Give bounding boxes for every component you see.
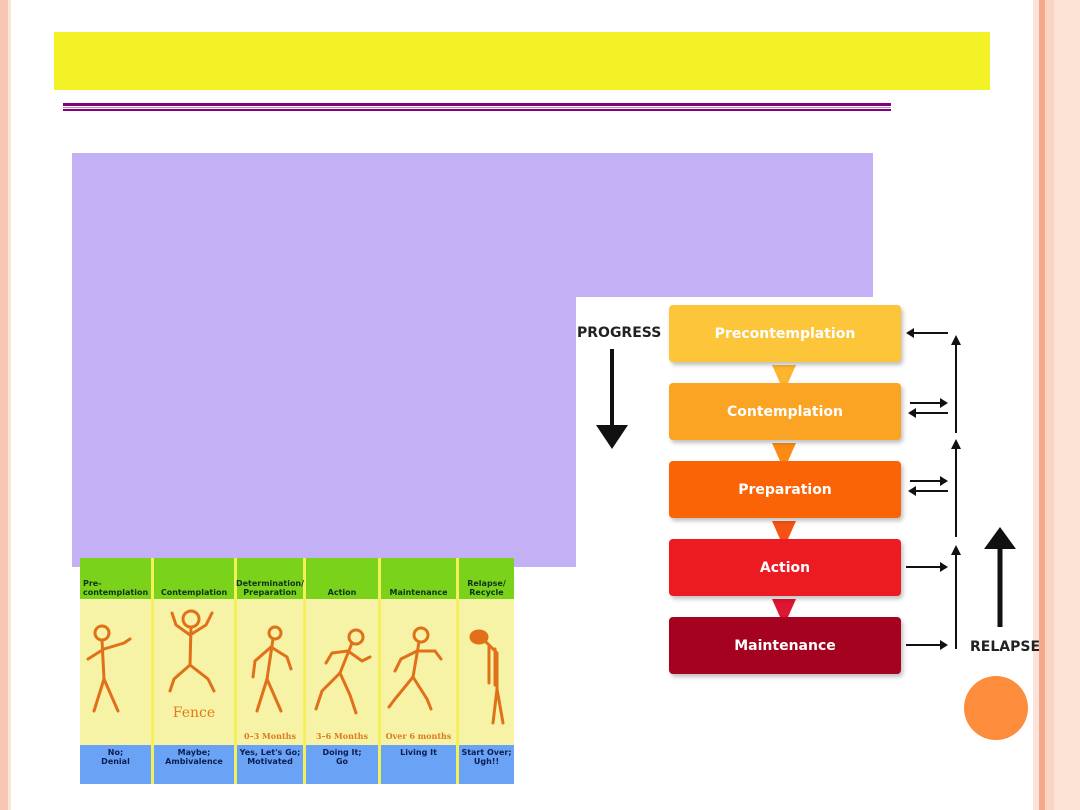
right-border-stripe (1045, 0, 1054, 810)
stage-column-header: Relapse/ Recycle (459, 558, 514, 599)
stage-column: Pre- contemplation No; Denial (80, 558, 151, 784)
stage-column-header: Action (306, 558, 378, 599)
time-label: Over 6 months (385, 731, 452, 741)
stage-column-footer: Living It (381, 745, 456, 784)
left-border-stripe (0, 0, 8, 810)
stage-column-header-text: Action (327, 588, 357, 597)
stage-label: Preparation (738, 481, 832, 498)
stage-column-footer: Start Over; Ugh!! (459, 745, 514, 784)
stick-figure-relapse (459, 599, 514, 745)
stage-label: Precontemplation (714, 325, 856, 342)
stage-column-footer-text: No; Denial (101, 748, 130, 766)
stage-column-header-text: Pre- contemplation (83, 579, 149, 597)
stage-column-footer-text: Maybe; Ambivalence (165, 748, 223, 766)
progress-label: PROGRESS (577, 325, 662, 341)
stick-figure-preparation: 0–3 Months (237, 599, 303, 745)
stick-figure-icon (168, 609, 216, 693)
stick-figure-icon (387, 626, 443, 711)
stick-figure-icon (469, 629, 505, 725)
stage-column: Determination/ Preparation 0–3 Months Ye… (235, 558, 305, 784)
title-underline (63, 109, 891, 111)
stage-column-header-text: Contemplation (160, 588, 228, 597)
stick-figure-icon (86, 624, 132, 713)
title-underline (63, 107, 891, 108)
stick-figure-icon (251, 625, 293, 713)
title-underline (63, 103, 891, 106)
right-border-stripe (1033, 0, 1039, 810)
stage-column-header-text: Maintenance (389, 588, 448, 597)
stage-column-footer: Doing It; Go (306, 745, 378, 784)
stage-column: Contemplation Fence Maybe; Ambivalence (154, 558, 234, 784)
stage-side-arrows-icon (906, 328, 948, 650)
relapse-paths-icon (951, 335, 961, 649)
stage-label: Contemplation (727, 403, 843, 420)
stage-column-footer-text: Living It (400, 748, 437, 757)
stage-column-footer-text: Start Over; Ugh!! (461, 748, 512, 766)
slide-title-bar[interactable] (54, 32, 990, 90)
fence-label: Fence (172, 705, 216, 721)
right-border-stripe (1039, 0, 1045, 810)
stage-column-header: Maintenance (381, 558, 456, 599)
stage-label: Action (759, 559, 811, 576)
stage-column-footer: Maybe; Ambivalence (154, 745, 234, 784)
stick-figure-action: 3–6 Months (306, 599, 378, 745)
stage-column-header: Determination/ Preparation (235, 558, 305, 599)
stage-contemplation: Contemplation (669, 383, 901, 440)
relapse-arrow-icon (984, 527, 1016, 627)
time-label: 3–6 Months (316, 731, 368, 741)
stage-column-footer-text: Yes, Let's Go; Motivated (239, 748, 301, 766)
stage-column-header-text: Determination/ Preparation (235, 579, 305, 597)
relapse-label: RELAPSE (970, 639, 1041, 655)
decorative-circle (964, 676, 1028, 740)
left-border-stripe-inner (8, 0, 11, 810)
stage-column: Maintenance Over 6 months Living It (381, 558, 456, 784)
diagram-arrows (596, 328, 1016, 650)
stage-preparation: Preparation (669, 461, 901, 518)
right-border-stripe (1054, 0, 1080, 810)
stage-column-header-text: Relapse/ Recycle (467, 579, 506, 597)
stick-figure-icon (314, 628, 372, 715)
stages-of-change-table: Pre- contemplation No; Denial Contemplat… (80, 558, 514, 784)
progress-arrow-icon (596, 349, 628, 449)
stage-precontemplation: Precontemplation (669, 305, 901, 362)
stage-action: Action (669, 539, 901, 596)
stage-column-footer-text: Doing It; Go (322, 748, 362, 766)
stage-column-header: Pre- contemplation (80, 558, 151, 599)
time-label: 0–3 Months (244, 731, 296, 741)
stick-figure-precontemplation (80, 599, 151, 745)
stick-figure-maintenance: Over 6 months (381, 599, 456, 745)
stage-column: Relapse/ Recycle Start Over; Ugh!! (459, 558, 514, 784)
stage-maintenance: Maintenance (669, 617, 901, 674)
stick-figure-contemplation: Fence (154, 599, 234, 745)
stage-connector-icons (772, 365, 796, 626)
stages-of-change-diagram: PROGRESS RELAPSE (576, 297, 1040, 691)
stage-column-footer: Yes, Let's Go; Motivated (237, 745, 303, 784)
stage-column-footer: No; Denial (80, 745, 151, 784)
stage-label: Maintenance (734, 637, 836, 654)
stage-column: Action 3–6 Months Doing It; Go (306, 558, 378, 784)
stage-column-header: Contemplation (154, 558, 234, 599)
